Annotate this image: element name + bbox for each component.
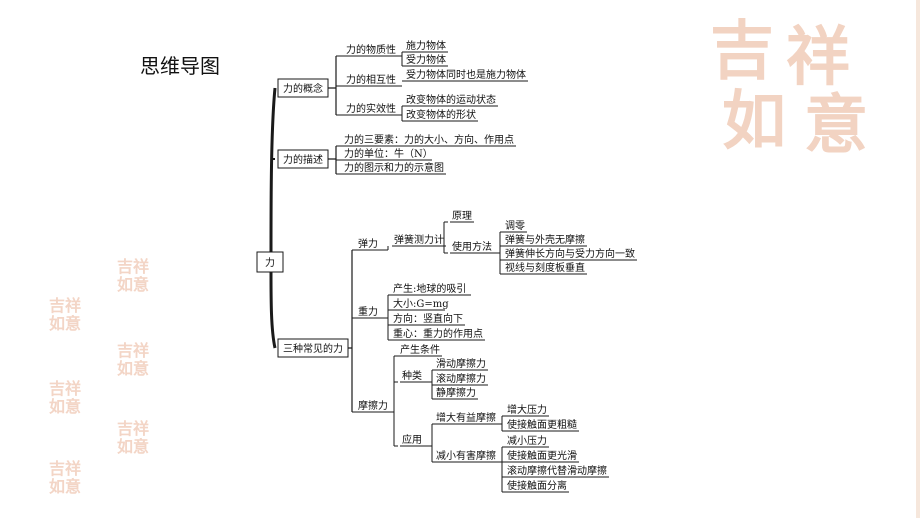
leaf-bracket — [424, 424, 433, 462]
decor-seal: 吉祥如意 — [48, 379, 81, 416]
application-leaf: 滚动摩擦代替滑动摩擦 — [507, 464, 607, 477]
application-leaf: 使接触面更粗糙 — [507, 418, 577, 431]
spring-usage-item: 弹簧伸长方向与受力方向一致 — [505, 247, 635, 260]
concept-item: 力的相互性 — [346, 73, 396, 86]
spring-usage-item: 调零 — [505, 220, 525, 232]
friction-kind: 滑动摩擦力 — [436, 357, 486, 370]
branch-concept: 力的概念 — [283, 82, 323, 95]
application-leaf: 减小压力 — [507, 434, 547, 447]
application-leaf: 使接触面更光滑 — [507, 449, 577, 462]
friction-application: 应用 — [402, 433, 422, 446]
concept-item: 力的实效性 — [346, 102, 396, 115]
friction-kind: 滚动摩擦力 — [436, 372, 486, 385]
branch-common-forces: 三种常见的力 — [283, 342, 343, 355]
leaf-bracket — [498, 416, 503, 431]
branch-description: 力的描述 — [283, 153, 323, 166]
description-item: 力的单位：牛（N） — [344, 147, 433, 160]
leaf-bracket — [390, 356, 395, 446]
application-item: 增大有益摩擦 — [436, 411, 496, 424]
spring-usage: 使用方法 — [452, 240, 492, 253]
decor-calligraphy: 吉 祥 如 意 — [708, 0, 920, 163]
decor-seal: 吉祥如意 — [116, 257, 149, 294]
spring-scale: 弹簧测力计 — [394, 233, 444, 246]
leaf-bracket — [443, 222, 446, 253]
spine — [269, 87, 277, 349]
decor-seal: 吉祥如意 — [116, 419, 149, 456]
decor-seal: 吉祥如意 — [48, 296, 81, 333]
decor-seal: 吉祥如意 — [48, 459, 81, 496]
force-elastic: 弹力 — [358, 237, 378, 250]
spring-usage-item: 视线与刻度板垂直 — [505, 261, 585, 274]
application-item: 减小有害摩擦 — [436, 449, 496, 462]
concept-leaf: 改变物体的形状 — [406, 108, 476, 121]
spring-usage-item: 弹簧与外壳无摩擦 — [505, 233, 585, 246]
description-item: 力的三要素：力的大小、方向、作用点 — [344, 133, 514, 146]
bracket-concept — [328, 56, 337, 115]
bracket-description — [328, 146, 337, 174]
friction-kinds: 种类 — [402, 369, 422, 382]
concept-leaf: 施力物体 — [406, 39, 446, 52]
concept-leaf: 受力物体 — [406, 53, 446, 66]
root-node: 力 — [265, 256, 275, 269]
gravity-item: 重心：重力的作用点 — [393, 327, 483, 340]
decor-char-2: 祥 — [786, 20, 850, 95]
leaf-bracket — [380, 295, 389, 340]
leaf-bracket — [494, 232, 501, 274]
friction-kind: 静摩擦力 — [436, 386, 476, 399]
application-leaf: 增大压力 — [507, 403, 547, 416]
concept-leaf: 受力物体同时也是施力物体 — [406, 68, 526, 81]
decor-char-4: 意 — [804, 88, 868, 163]
force-friction: 摩擦力 — [358, 399, 388, 412]
gravity-item: 大小:G=mg — [393, 297, 449, 310]
concept-leaf: 改变物体的运动状态 — [406, 93, 496, 106]
gravity-item: 方向：竖直向下 — [393, 312, 463, 325]
decor-char-1: 吉 — [710, 14, 774, 89]
decor-strip — [916, 0, 920, 518]
gravity-item: 产生:地球的吸引 — [393, 282, 466, 295]
friction-cause: 产生条件 — [400, 343, 440, 356]
application-leaf: 使接触面分离 — [507, 479, 567, 492]
bracket-forces — [348, 250, 353, 412]
description-item: 力的图示和力的示意图 — [344, 161, 444, 174]
decor-char-3: 如 — [722, 84, 786, 159]
leaf-bracket — [424, 370, 433, 399]
decor-seal: 吉祥如意 — [116, 341, 149, 378]
force-gravity: 重力 — [358, 305, 378, 318]
concept-item: 力的物质性 — [346, 43, 396, 56]
page-title: 思维导图 — [140, 54, 220, 78]
leaf-bracket — [498, 447, 503, 492]
spring-principle: 原理 — [452, 210, 472, 222]
